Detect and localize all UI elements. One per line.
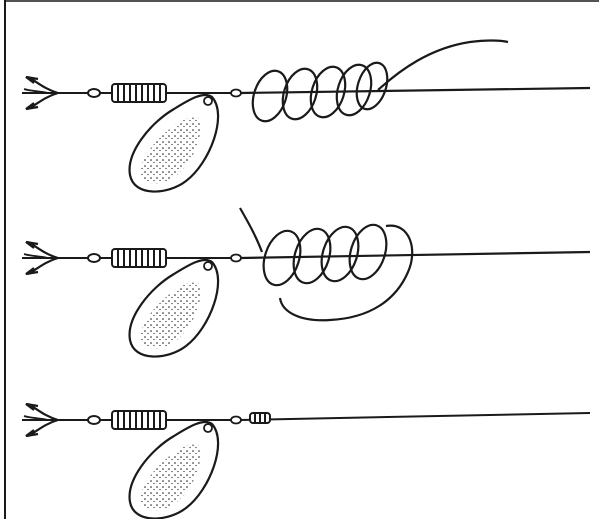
step-2-lure bbox=[22, 242, 241, 357]
step-3-knot bbox=[240, 413, 590, 423]
step-1-knot bbox=[240, 41, 590, 126]
step-1-lure bbox=[22, 77, 241, 192]
step-3-lure bbox=[22, 404, 241, 519]
step-2-knot bbox=[240, 208, 590, 320]
